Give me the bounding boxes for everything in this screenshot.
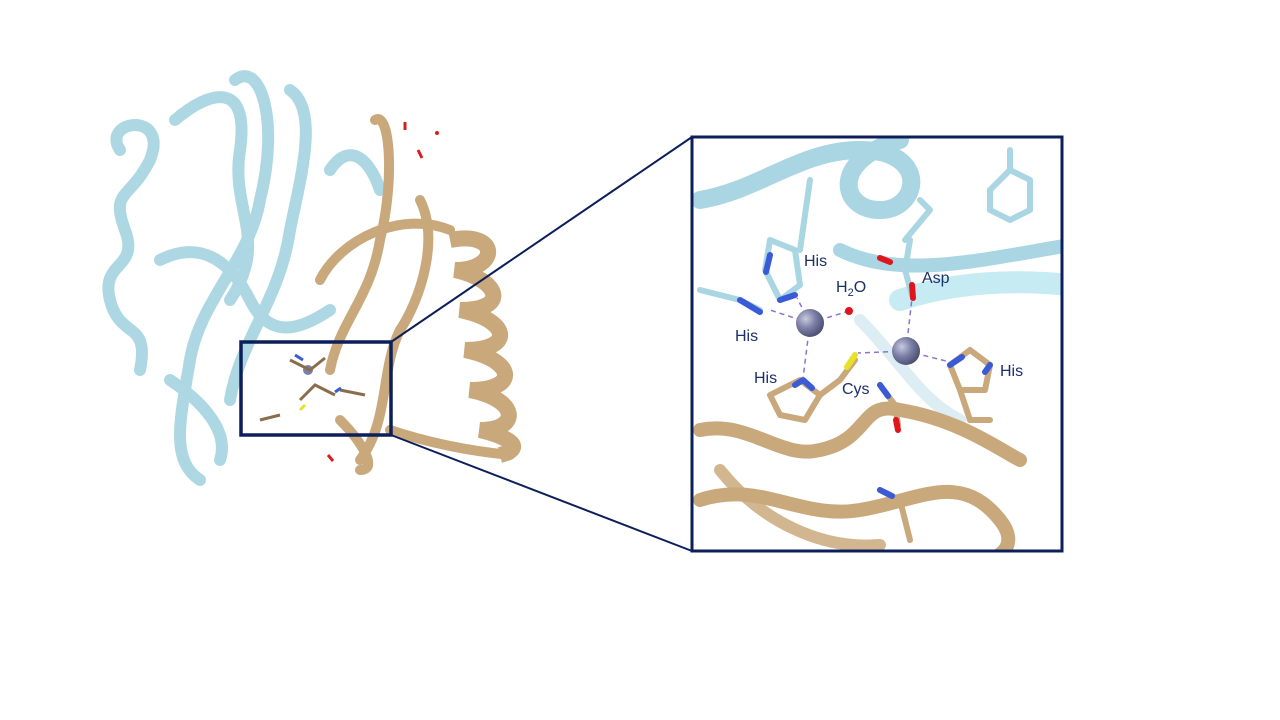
label-water: H2O [836, 279, 867, 300]
coordination-bonds [769, 297, 951, 379]
label-his-top: His [804, 253, 828, 270]
helix-chain-b [448, 230, 522, 463]
zinc-ion-1 [796, 309, 824, 337]
zoom-source-box [239, 340, 393, 437]
inset-detail [693, 137, 1061, 551]
protein-chain-b [315, 114, 515, 475]
label-his-right: His [1000, 363, 1024, 380]
water-molecule [845, 307, 853, 315]
connector-line-bottom [390, 434, 693, 552]
label-cys: Cys [842, 381, 870, 398]
protein-chain-a [102, 70, 386, 486]
zinc-ion-2 [892, 337, 920, 365]
inset-frame [690, 135, 1064, 553]
label-his-bottom: His [754, 370, 778, 387]
label-asp: Asp [922, 270, 950, 287]
active-site-overview [259, 122, 439, 462]
label-his-left: His [735, 328, 759, 345]
connector-line-top [390, 136, 693, 343]
